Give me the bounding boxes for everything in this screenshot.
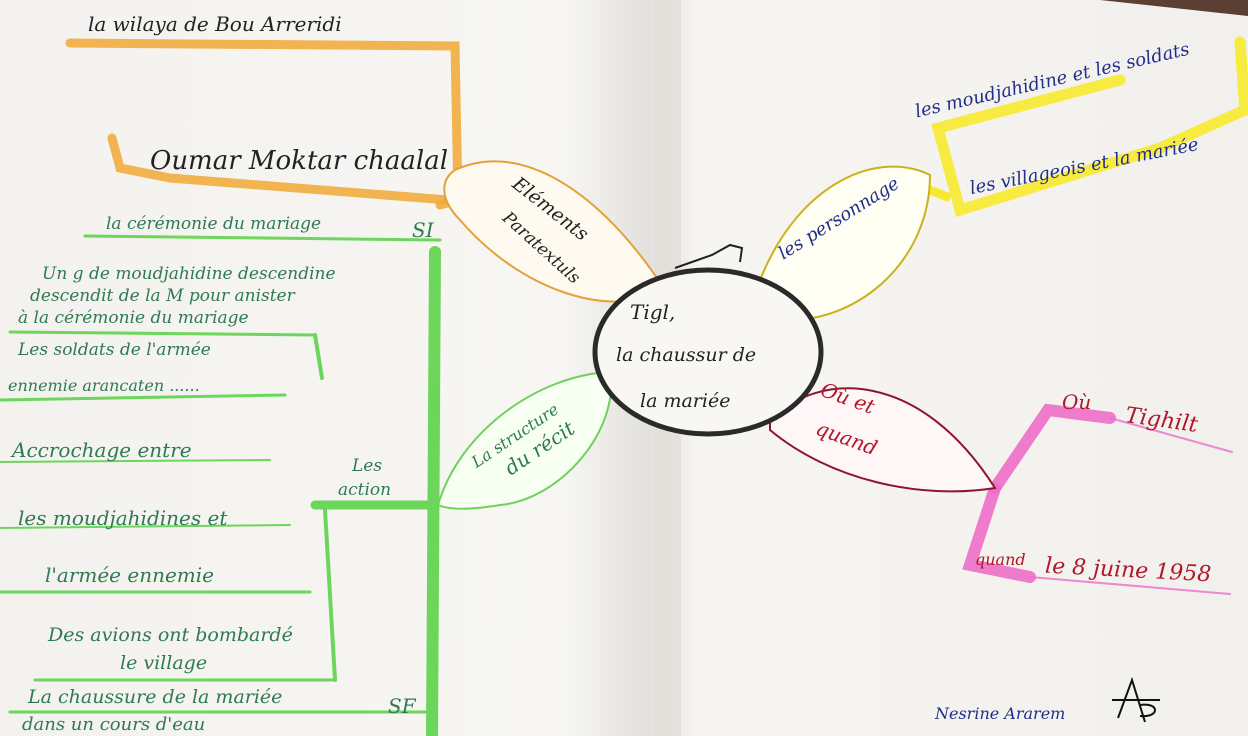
- final-line-2: dans un cours d'eau: [22, 714, 206, 735]
- characters-connector: [931, 36, 1248, 217]
- initial-situation-text: la cérémonie du mariage: [106, 214, 322, 234]
- where-key: Où: [1062, 390, 1092, 414]
- actions-label-line-1: Les: [352, 456, 383, 476]
- event-line-1: Un g de moudjahidine descendine: [42, 264, 336, 284]
- structure-petal: [436, 370, 613, 510]
- actions-label-line-2: action: [338, 480, 392, 500]
- center-line-1: Tigl,: [630, 300, 676, 324]
- paratext-connector: [65, 38, 463, 210]
- center-node-ring: [592, 267, 824, 437]
- initial-situation-label: SI: [412, 218, 434, 242]
- event-line-2: descendit de la M pour anister: [30, 286, 295, 306]
- event-line-3: à la cérémonie du mariage: [18, 308, 249, 328]
- paratext-petal: [443, 160, 667, 303]
- action-line-4: les moudjahidines et: [18, 506, 228, 530]
- structure-connector: [0, 234, 442, 736]
- page-edge: [1100, 0, 1248, 16]
- signature-mark: [1112, 676, 1160, 723]
- place-time-petal: [769, 387, 997, 493]
- final-situation-label: SF: [388, 694, 416, 718]
- action-line-5: l'armée ennemie: [45, 563, 215, 587]
- final-line-1: La chaussure de la mariée: [28, 686, 283, 708]
- action-line-1: Les soldats de l'armée: [18, 340, 211, 360]
- center-line-2: la chaussur de: [616, 344, 757, 366]
- paratext-item-author: Oumar Moktar chaalal: [150, 146, 449, 176]
- when-key: quand: [975, 550, 1026, 569]
- signature-name: Nesrine Ararem: [935, 704, 1066, 723]
- place-time-connector: [962, 403, 1233, 595]
- center-node-arrow: [674, 243, 744, 269]
- action-line-3: Accrochage entre: [12, 438, 192, 462]
- action-line-2: ennemie arancaten ......: [8, 376, 200, 395]
- center-line-3: la mariée: [640, 390, 731, 412]
- paratext-item-wilaya: la wilaya de Bou Arreridi: [88, 12, 342, 36]
- action-line-6: Des avions ont bombardé: [48, 624, 293, 646]
- action-line-7: le village: [120, 652, 208, 674]
